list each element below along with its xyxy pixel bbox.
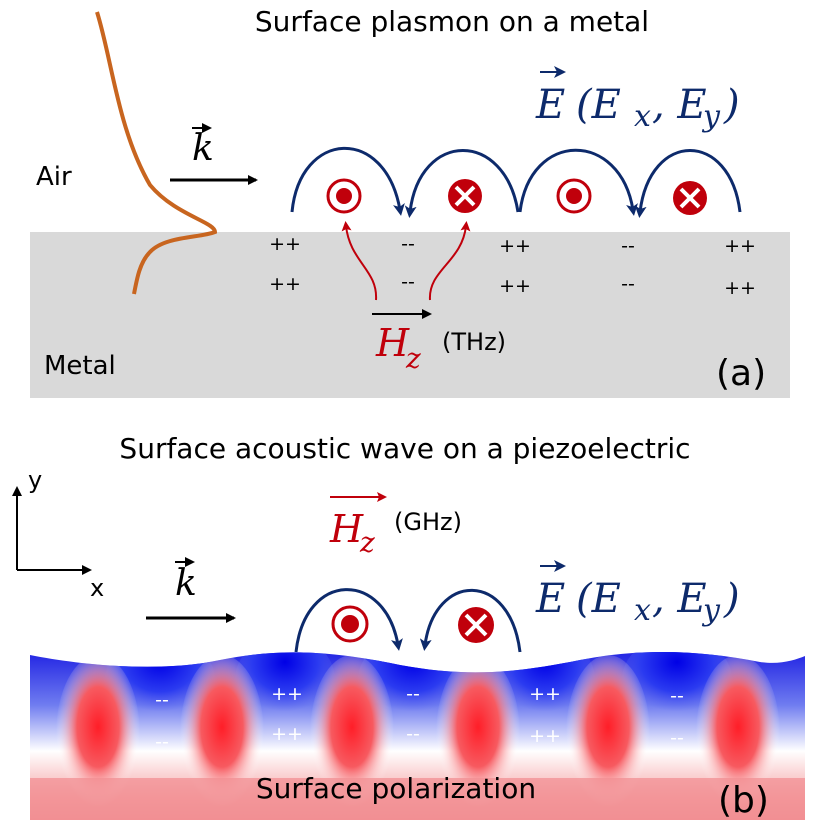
- charge-a: --: [401, 271, 415, 293]
- charge-a: --: [621, 273, 635, 295]
- h-symbol-a: H: [375, 321, 410, 365]
- charge-a: ++: [269, 273, 301, 295]
- h-freq-b: (GHz): [394, 508, 462, 536]
- h-symbol-b: H: [329, 507, 364, 551]
- charge-a: ++: [499, 235, 531, 257]
- h-sub-b: z: [359, 526, 375, 559]
- charge-b: --: [155, 689, 169, 711]
- charge-a: --: [621, 235, 635, 257]
- e-sub-y-a: y: [701, 99, 721, 134]
- e-open-a: (E: [576, 82, 621, 128]
- charge-b: ++: [529, 683, 561, 705]
- h-freq-a: (THz): [442, 328, 506, 356]
- e-field-label-b: E (E x , E y ): [535, 560, 740, 628]
- charge-a: ++: [724, 277, 756, 299]
- charge-b: --: [406, 723, 420, 745]
- h-field-in-a1: [448, 179, 482, 213]
- panel-a-title: Surface plasmon on a metal: [255, 5, 649, 38]
- panel-b-tag: (b): [718, 780, 769, 821]
- e-close-b: ): [723, 576, 740, 622]
- h-sub-a: z: [405, 342, 421, 375]
- charge-b: --: [670, 727, 684, 749]
- e-symbol-a: E: [535, 82, 565, 128]
- polarization-label: Surface polarization: [256, 772, 536, 805]
- e-field-arcs-a: [290, 146, 742, 218]
- metal-label: Metal: [44, 351, 116, 381]
- e-symbol-b: E: [535, 576, 565, 622]
- k-symbol-b: k: [175, 563, 197, 604]
- charge-b: ++: [271, 723, 303, 745]
- charge-a: ++: [724, 235, 756, 257]
- e-comma-a: , E: [652, 82, 707, 128]
- h-field-in-a2: [673, 181, 707, 215]
- charge-b: ++: [529, 725, 561, 747]
- charge-a: ++: [499, 275, 531, 297]
- charges-b: -- ++ -- ++ -- -- ++ -- ++ --: [155, 683, 684, 753]
- saw-substrate: [30, 651, 805, 820]
- e-close-a: ): [723, 82, 740, 128]
- k-symbol-a: k: [192, 128, 214, 169]
- charge-b: --: [155, 731, 169, 753]
- h-source-arrows-a: [341, 221, 471, 301]
- e-field-label-a: E (E x , E y ): [535, 66, 740, 134]
- e-sub-x-a: x: [634, 99, 651, 134]
- charges-a: ++ -- ++ -- ++ ++ -- ++ -- ++: [269, 233, 756, 299]
- axes-indicator: y x: [12, 466, 104, 602]
- h-field-in-b: [458, 607, 494, 643]
- e-open-b: (E: [576, 576, 621, 622]
- h-field-out-b: [331, 605, 369, 643]
- e-comma-b: , E: [652, 576, 707, 622]
- k-vector-a: k: [170, 123, 258, 185]
- e-field-arcs-b: [294, 588, 522, 653]
- axis-x-label: x: [90, 574, 104, 602]
- charge-b: --: [406, 683, 420, 705]
- axis-y-label: y: [28, 466, 42, 494]
- charge-a: --: [401, 233, 415, 255]
- h-label-a: H z (THz): [372, 309, 506, 375]
- field-profile-curve: [95, 11, 218, 295]
- air-label: Air: [36, 162, 72, 192]
- e-sub-x-b: x: [634, 593, 651, 628]
- k-vector-b: k: [146, 557, 236, 623]
- charge-b: --: [670, 685, 684, 707]
- charge-a: ++: [269, 233, 301, 255]
- h-label-b: H z (GHz): [329, 492, 462, 559]
- h-field-out-a2: [556, 178, 592, 214]
- charge-b: ++: [271, 683, 303, 705]
- panel-a-tag: (a): [716, 353, 766, 394]
- panel-b-title: Surface acoustic wave on a piezoelectric: [119, 432, 690, 465]
- h-field-out-a1: [326, 178, 362, 214]
- e-sub-y-b: y: [701, 593, 721, 628]
